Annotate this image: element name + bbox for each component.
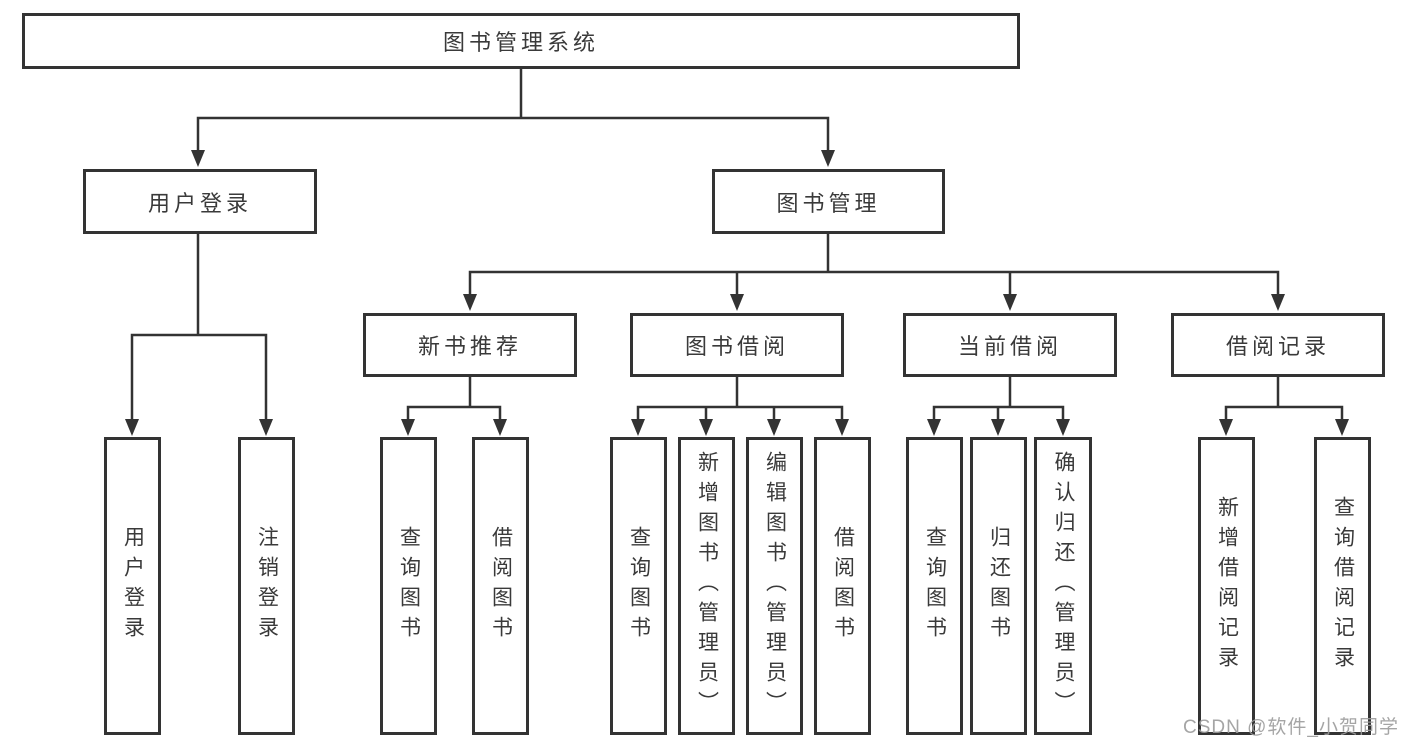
leaf-borrow-books-recommend: 借阅图书 <box>472 437 529 735</box>
node-new-book-recommendation: 新书推荐 <box>363 313 577 377</box>
leaf-query-books-borrowing: 查询图书 <box>610 437 667 735</box>
connector-path <box>130 69 1344 420</box>
node-label: 查询图书 <box>627 526 651 646</box>
leaf-add-books-admin: 新增图书（管理员） <box>678 437 735 735</box>
node-label: 借阅图书 <box>831 526 855 646</box>
node-label: 注销登录 <box>255 526 279 646</box>
node-library-management-system: 图书管理系统 <box>22 13 1020 69</box>
node-label: 查询借阅记录 <box>1331 496 1355 676</box>
node-label: 图书管理系统 <box>442 30 599 55</box>
node-label: 确认归还（管理员） <box>1052 451 1075 721</box>
node-label: 用户登录 <box>121 526 145 646</box>
leaf-add-borrow-record: 新增借阅记录 <box>1198 437 1255 735</box>
node-book-borrowing: 图书借阅 <box>630 313 844 377</box>
node-user-login: 用户登录 <box>83 169 317 234</box>
leaf-confirm-return-admin: 确认归还（管理员） <box>1034 437 1092 735</box>
leaf-query-books-current: 查询图书 <box>906 437 963 735</box>
node-label: 查询图书 <box>923 526 947 646</box>
node-label: 新增借阅记录 <box>1215 496 1239 676</box>
node-label: 归还图书 <box>987 526 1011 646</box>
node-current-borrowing: 当前借阅 <box>903 313 1117 377</box>
leaf-user-login: 用户登录 <box>104 437 161 735</box>
connector-lines <box>130 69 1344 420</box>
leaf-query-borrow-record: 查询借阅记录 <box>1314 437 1371 735</box>
leaf-logout: 注销登录 <box>238 437 295 735</box>
node-label: 用户登录 <box>147 190 252 216</box>
node-label: 新书推荐 <box>417 334 522 359</box>
node-book-management: 图书管理 <box>712 169 945 234</box>
watermark: CSDN @软件_小贺同学 <box>1183 717 1399 738</box>
node-label: 借阅图书 <box>489 526 513 646</box>
node-label: 借阅记录 <box>1225 334 1330 359</box>
node-label: 编辑图书（管理员） <box>763 451 787 721</box>
node-label: 当前借阅 <box>957 334 1062 359</box>
node-label: 图书借阅 <box>684 334 789 359</box>
node-borrowing-records: 借阅记录 <box>1171 313 1385 377</box>
leaf-return-books: 归还图书 <box>970 437 1027 735</box>
leaf-query-books-recommend: 查询图书 <box>380 437 437 735</box>
node-label: 新增图书（管理员） <box>695 451 719 721</box>
leaf-edit-books-admin: 编辑图书（管理员） <box>746 437 803 735</box>
node-label: 图书管理 <box>776 190 881 216</box>
node-label: 查询图书 <box>397 526 421 646</box>
leaf-borrow-books: 借阅图书 <box>814 437 871 735</box>
